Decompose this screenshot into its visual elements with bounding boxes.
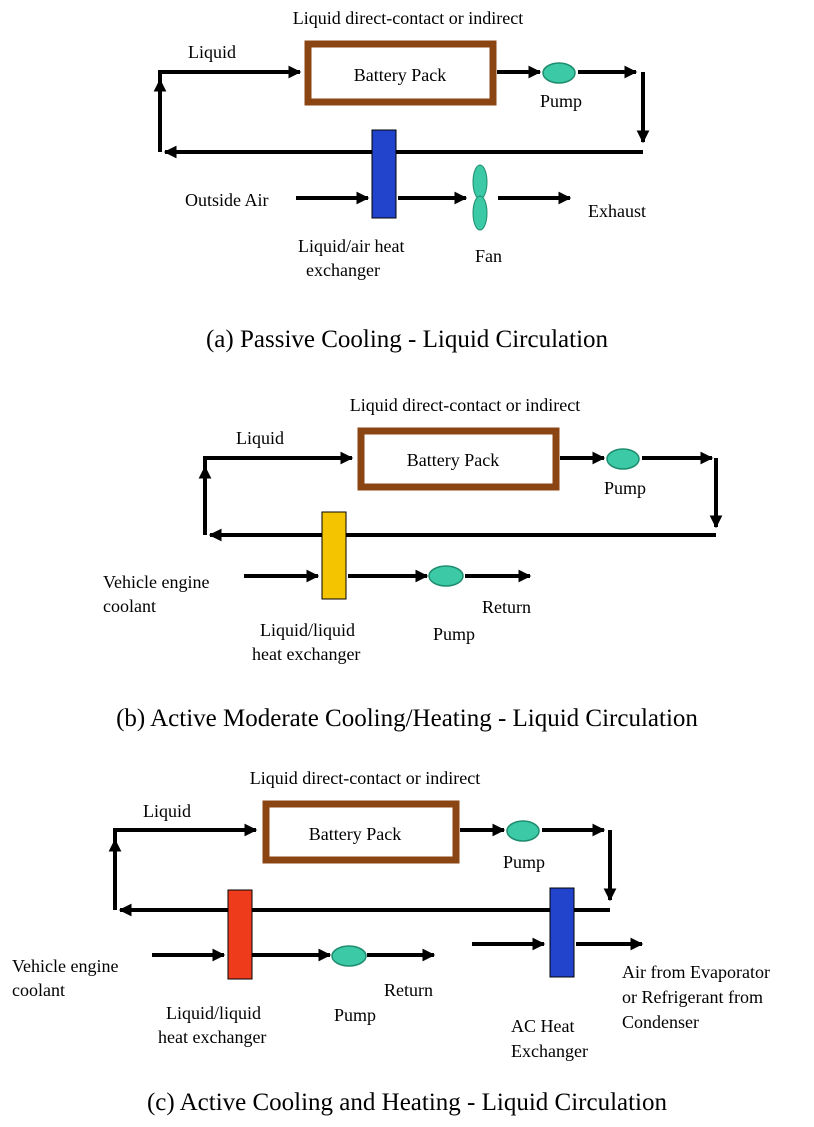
panel-b: Liquid direct-contact or indirect Liquid… [103,395,723,732]
panel-c-top-label: Liquid direct-contact or indirect [250,768,480,788]
panel-a: Liquid direct-contact or indirect Liquid… [153,8,650,353]
panel-c-hx-label-1: Liquid/liquid [166,1003,261,1023]
panel-b-battery-pack [357,427,560,491]
panel-c-pump-2 [331,945,367,967]
panel-c: Liquid direct-contact or indirect Liquid… [12,768,770,1116]
panel-c-coolant-label-1: Vehicle engine [12,956,118,976]
panel-b-heat-exchanger [321,511,347,600]
panel-b-pump-2 [428,565,464,587]
panel-b-hx-label-1: Liquid/liquid [260,620,355,640]
panel-b-liquid-label: Liquid [236,428,284,448]
panel-a-outside-air-label: Outside Air [185,190,269,210]
panel-a-exhaust-label: Exhaust [588,201,646,221]
panel-b-caption: (b) Active Moderate Cooling/Heating - Li… [116,705,698,732]
panel-a-line-left-to-battery [158,65,302,95]
panel-a-hx-label-1: Liquid/air heat [298,236,404,256]
panel-c-pump-label: Pump [503,852,545,872]
panel-a-liquid-label: Liquid [188,42,236,62]
panel-c-ac-label-2: Exchanger [511,1041,588,1061]
panel-c-pump [506,820,540,842]
panel-c-air-label-1: Air from Evaporator [622,962,770,982]
panel-c-coolant-label-2: coolant [12,980,65,1000]
panel-c-caption: (c) Active Cooling and Heating - Liquid … [147,1089,668,1116]
panel-a-fan [472,164,488,231]
panel-b-pump-2-label: Pump [433,624,475,644]
panel-b-coolant-label-2: coolant [103,596,156,616]
panel-c-ac-heat-exchanger [549,887,575,978]
panel-c-air-label-3: Condenser [622,1012,699,1032]
panel-a-battery-pack [304,40,497,106]
panel-c-battery-pack [262,800,460,864]
panel-a-pump [542,62,576,84]
panel-b-top-label: Liquid direct-contact or indirect [350,395,580,415]
panel-c-liquid-label: Liquid [143,801,191,821]
panel-a-caption: (a) Passive Cooling - Liquid Circulation [206,326,609,353]
panel-b-battery-label: Battery Pack [407,450,499,470]
panel-a-fan-label: Fan [475,246,502,266]
panel-c-line-left-to-battery [113,823,258,855]
panel-c-heat-exchanger [227,889,253,980]
panel-b-pump-label: Pump [604,478,646,498]
panel-c-pump-2-label: Pump [334,1005,376,1025]
panel-b-pump [606,448,640,470]
panel-c-air-label-2: or Refrigerant from [622,987,763,1007]
panel-c-return-label: Return [384,980,433,1000]
panel-a-hx-label-2: exchanger [306,260,380,280]
panel-a-heat-exchanger [371,129,397,219]
panel-b-return-label: Return [482,597,531,617]
panel-a-pump-label: Pump [540,91,582,111]
panel-a-top-label: Liquid direct-contact or indirect [293,8,523,28]
panel-a-battery-label: Battery Pack [354,65,446,85]
panel-c-battery-label: Battery Pack [309,824,401,844]
panel-c-ac-label-1: AC Heat [511,1016,574,1036]
panel-c-hx-label-2: heat exchanger [158,1027,266,1047]
panel-b-line-left-to-battery [203,451,354,482]
panel-b-hx-label-2: heat exchanger [252,644,360,664]
panel-b-coolant-label-1: Vehicle engine [103,572,209,592]
